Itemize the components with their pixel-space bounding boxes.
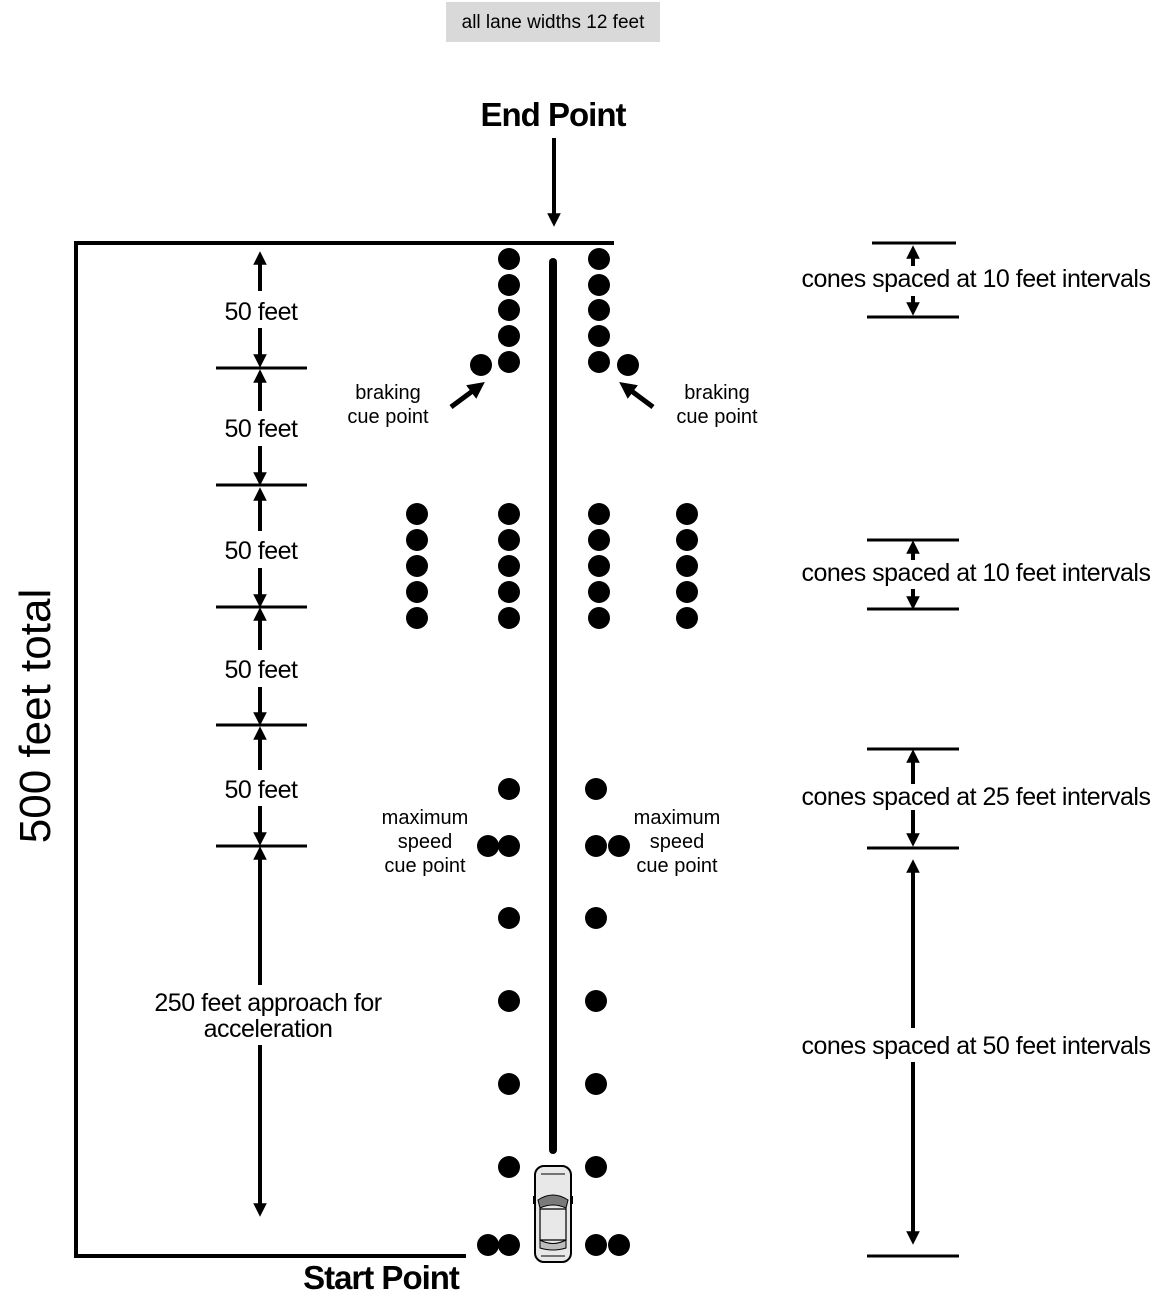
segment-label-3: 50 feet <box>225 537 299 565</box>
cone <box>498 1073 520 1095</box>
segment-label-5: 50 feet <box>225 776 299 804</box>
car-icon <box>533 1165 573 1263</box>
max-speed-cue-right-line-1: maximum <box>634 807 721 829</box>
cone <box>617 354 639 376</box>
segment-label-1: 50 feet <box>225 298 299 326</box>
cone <box>498 1156 520 1178</box>
segment-ticks <box>216 366 307 848</box>
max-speed-cue-left-line-1: maximum <box>382 807 469 829</box>
max-speed-cue-left-line-3: cue point <box>384 855 466 877</box>
approach-label-line-1: 250 feet approach for <box>154 989 381 1017</box>
cone <box>477 1234 499 1256</box>
spacing-label-top: cones spaced at 10 feet intervals <box>801 265 1150 293</box>
cone <box>585 835 607 857</box>
max-speed-cue-right-line-2: speed <box>650 831 705 853</box>
lane-width-note: all lane widths 12 feet <box>462 12 645 33</box>
braking-cue-right-line-1: braking <box>684 382 750 404</box>
cone <box>588 325 610 347</box>
cone <box>585 1156 607 1178</box>
total-length-label: 500 feet total <box>11 589 60 843</box>
cone <box>498 555 520 577</box>
cone <box>406 529 428 551</box>
cone <box>498 299 520 321</box>
max-speed-cue-right-line-3: cue point <box>636 855 718 877</box>
cone <box>498 325 520 347</box>
cone <box>588 607 610 629</box>
cone <box>498 907 520 929</box>
cone <box>470 354 492 376</box>
end-point-label: End Point <box>481 96 627 133</box>
spacing-label-middle: cones spaced at 10 feet intervals <box>801 559 1150 587</box>
cone <box>588 529 610 551</box>
cone <box>498 248 520 270</box>
cone <box>498 835 520 857</box>
cone <box>585 990 607 1012</box>
spacing-label-bottom: cones spaced at 50 feet intervals <box>801 1032 1150 1060</box>
cone <box>676 607 698 629</box>
spacing-label-lower: cones spaced at 25 feet intervals <box>801 783 1150 811</box>
cone <box>498 351 520 373</box>
cone <box>498 778 520 800</box>
cone <box>608 1234 630 1256</box>
lane-width-note-box <box>446 2 660 42</box>
braking-cue-left-arrow <box>449 381 485 410</box>
segment-label-2: 50 feet <box>225 415 299 443</box>
cone <box>585 1073 607 1095</box>
cone <box>585 778 607 800</box>
cone <box>498 990 520 1012</box>
cone <box>498 503 520 525</box>
cone <box>477 835 499 857</box>
cone <box>588 299 610 321</box>
cone <box>406 607 428 629</box>
approach-label-line-2: acceleration <box>204 1015 333 1043</box>
cone <box>406 581 428 603</box>
cone <box>588 248 610 270</box>
cone <box>608 835 630 857</box>
cone <box>406 555 428 577</box>
cone <box>498 529 520 551</box>
cone <box>676 503 698 525</box>
braking-cue-right-arrow <box>619 381 655 410</box>
braking-cue-right-line-2: cue point <box>676 406 758 428</box>
cone <box>498 607 520 629</box>
cone <box>406 503 428 525</box>
cone <box>588 581 610 603</box>
max-speed-cue-left-line-2: speed <box>398 831 453 853</box>
cone <box>585 907 607 929</box>
cone <box>676 581 698 603</box>
cone <box>676 529 698 551</box>
cone <box>585 1234 607 1256</box>
braking-cue-left-line-1: braking <box>355 382 421 404</box>
braking-cue-left-line-2: cue point <box>347 406 429 428</box>
cone <box>498 274 520 296</box>
cone <box>676 555 698 577</box>
segment-label-4: 50 feet <box>225 656 299 684</box>
cone <box>498 1234 520 1256</box>
cone <box>588 503 610 525</box>
cone <box>588 274 610 296</box>
cone <box>588 351 610 373</box>
start-point-label: Start Point <box>303 1259 460 1295</box>
cones <box>406 248 698 1256</box>
cone <box>588 555 610 577</box>
cone <box>498 581 520 603</box>
